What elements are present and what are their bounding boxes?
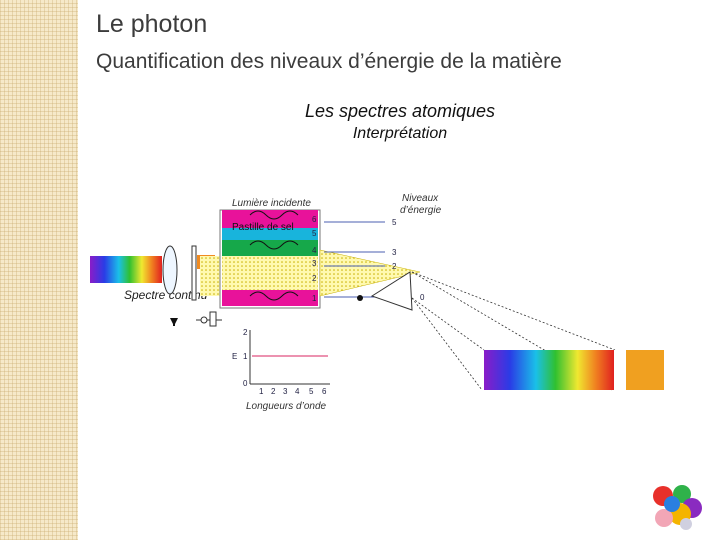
incident-label: Lumière incidente [232,198,311,209]
wave-lines [249,210,299,301]
levels-label-line1: Niveaux [402,193,439,204]
graph-x-tick-5: 5 [309,387,314,396]
graph-x-tick-1: 1 [259,387,264,396]
graph-x-tick-2: 2 [271,387,276,396]
slide-subtitle: Quantification des niveaux d’énergie de … [96,50,562,73]
atomic-spectrum-diagram: Spectre continu Pastille de sel Lumière … [90,193,664,412]
pellet-label: Pastille de sel [232,222,294,233]
cyan-band [222,228,318,240]
electron-dot [357,295,363,301]
incident-numbers: 6 5 4 3 2 1 [312,215,317,303]
output-spectrum-tail [626,350,664,390]
graph-x-tick-6: 6 [322,387,327,396]
yellow-band [222,256,318,290]
graph-y-tick-2: 2 [243,328,248,337]
lens-1 [162,245,178,295]
incident-num-2: 2 [312,274,317,283]
level-2: 2 [392,262,397,271]
wavelength-label: Longueurs d’onde [246,401,327,412]
graph-x-tick-3: 3 [283,387,288,396]
output-spectrum [484,350,614,390]
spectrum-label: Spectre continu [124,288,208,302]
levels-label-line2: d’énergie [400,205,442,216]
incident-num-1: 1 [312,294,317,303]
graph-y-tick-0: 0 [243,379,248,388]
incident-num-3: 3 [312,259,317,268]
lamp-icon [170,311,222,327]
slit [191,245,197,301]
level-0: 0 [420,293,425,302]
graph-x-tick-4: 4 [295,387,300,396]
output-spectrum-gap [614,350,626,390]
yellow-beam [319,249,421,297]
graph-x-ticks: 1 2 3 4 5 6 [259,387,327,396]
graph-e-label: E [232,352,237,361]
section-subheading: Interprétation [352,125,448,142]
colored-balls-logo [653,485,702,530]
prism-triangle [370,271,413,311]
section-heading: Les spectres atomiques [304,101,496,121]
magenta-bottom [222,290,318,306]
graph-y-tick-1: 1 [243,352,248,361]
decorative-side-band [0,0,78,540]
energy-level-numbers: 5 3 2 0 [392,218,425,302]
incident-num-5: 5 [312,229,317,238]
incident-num-6: 6 [312,215,317,224]
incident-num-4: 4 [312,246,317,255]
level-3: 3 [392,248,397,257]
graph-y-ticks: 2 1 0 [243,328,248,388]
slide-title: Le photon [96,10,208,38]
continuous-spectrum-bar [90,256,162,283]
level-5: 5 [392,218,397,227]
magenta-top [222,210,318,228]
